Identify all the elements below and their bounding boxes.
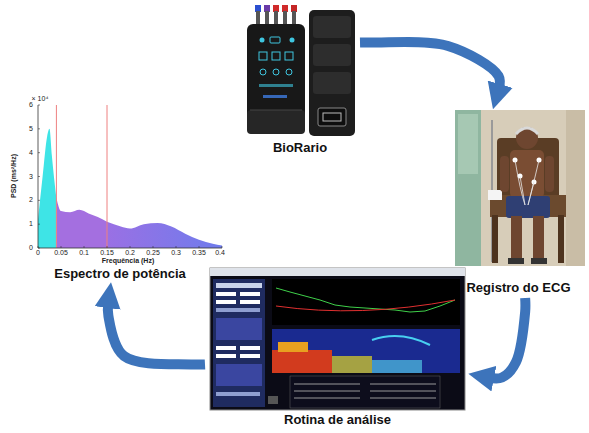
device-illustration bbox=[247, 5, 355, 136]
axis-tick bbox=[84, 246, 85, 248]
spectrum-band bbox=[38, 129, 56, 248]
patient-photo bbox=[455, 110, 585, 266]
axis-tick bbox=[130, 246, 131, 248]
axis-tick-label: 6 bbox=[29, 101, 33, 109]
axis-title: Frequência (Hz) bbox=[102, 257, 155, 265]
node-caption: Espectro de potência bbox=[50, 266, 189, 284]
device-node: BioRario bbox=[240, 4, 360, 158]
flow-arrow bbox=[360, 42, 500, 90]
axis-tick-label: 0.3 bbox=[171, 249, 181, 257]
power-spectrum-chart bbox=[38, 105, 222, 248]
software-screenshot bbox=[210, 268, 465, 410]
band-limit-line bbox=[56, 105, 57, 248]
axis-tick bbox=[38, 224, 40, 225]
axis-tick-label: 4 bbox=[29, 149, 33, 157]
axis-tick bbox=[38, 200, 40, 201]
software-node: Rotina de análise bbox=[205, 266, 470, 430]
node-caption: Registro do ECG bbox=[462, 280, 574, 298]
axis-tick bbox=[38, 246, 39, 248]
axis-tick-label: 0.4 bbox=[215, 249, 225, 257]
axis-tick-label: 1 bbox=[29, 220, 33, 228]
axis-tick-label: 0.1 bbox=[79, 249, 89, 257]
axis-tick bbox=[176, 246, 177, 248]
axis-tick-label: 2 bbox=[29, 196, 33, 204]
axis-tick-label: 0.05 bbox=[54, 249, 68, 257]
node-caption: Rotina de análise bbox=[280, 412, 395, 430]
chart-axes bbox=[38, 105, 222, 248]
node-caption: BioRario bbox=[269, 140, 331, 158]
axis-tick bbox=[38, 128, 40, 129]
axis-tick-label: × 10⁴ bbox=[32, 95, 49, 103]
axis-tick bbox=[153, 246, 154, 248]
axis-tick bbox=[38, 105, 40, 106]
axis-tick-label: 0.35 bbox=[192, 249, 206, 257]
axis-tick bbox=[199, 246, 200, 248]
axis-tick-label: 0.15 bbox=[100, 249, 114, 257]
axis-tick-label: 0.2 bbox=[125, 249, 135, 257]
axis-tick-label: 0.25 bbox=[146, 249, 160, 257]
spectrum-band bbox=[107, 222, 222, 248]
axis-tick bbox=[61, 246, 62, 248]
flow-arrow bbox=[488, 298, 525, 378]
axis-tick-label: 0 bbox=[36, 249, 40, 257]
axis-tick-label: 5 bbox=[29, 125, 33, 133]
axis-tick-label: 3 bbox=[29, 173, 33, 181]
spectrum-band bbox=[56, 198, 107, 248]
axis-tick bbox=[38, 176, 40, 177]
flow-arrow bbox=[108, 302, 205, 365]
photo-node: Registro do ECG bbox=[452, 108, 585, 298]
band-limit-line bbox=[107, 105, 108, 248]
axis-title: PSD (ms²/Hz) bbox=[10, 154, 18, 198]
axis-tick bbox=[222, 246, 223, 248]
axis-tick-label: 0 bbox=[29, 244, 33, 252]
axis-tick bbox=[38, 152, 40, 153]
axis-tick bbox=[107, 246, 108, 248]
